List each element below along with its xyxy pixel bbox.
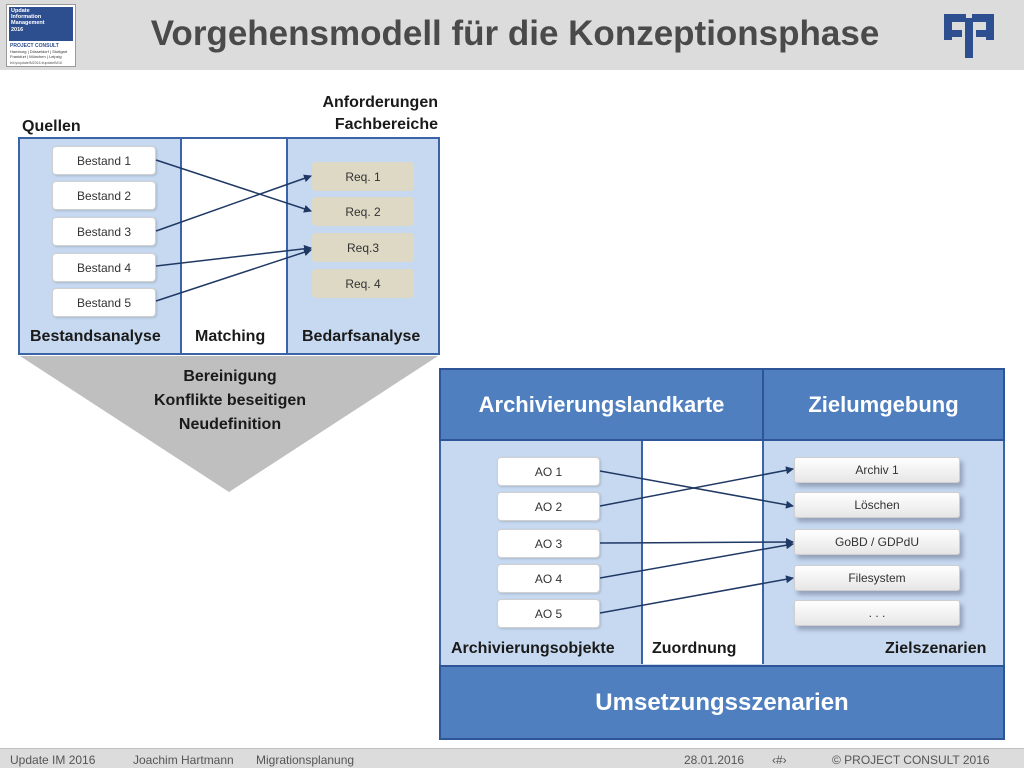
column-divider xyxy=(641,441,643,664)
footer-date: 28.01.2016 xyxy=(684,753,745,767)
column-divider xyxy=(180,139,182,353)
slide-footer: Update IM 2016 Joachim Hartmann Migratio… xyxy=(0,748,1024,768)
badge-logo-text: PROJECT CONSULT xyxy=(10,43,59,49)
slide-header: Update Information Management 2016 PROJE… xyxy=(0,0,1024,70)
bestandsanalyse-label: Bestandsanalyse xyxy=(30,328,161,345)
footer-topic: Migrationsplanung xyxy=(256,753,355,767)
badge-line: Information xyxy=(11,14,42,21)
matching-label: Matching xyxy=(195,328,266,345)
requirement-box: Req.3 xyxy=(312,233,414,262)
anforderungen-label: Anforderungen xyxy=(322,94,438,111)
badge-line: Update xyxy=(11,8,30,14)
footer-copyright: © PROJECT CONSULT 2016 xyxy=(832,753,990,767)
umsetzungsszenarien-banner: Umsetzungsszenarien xyxy=(439,665,1005,740)
quellen-label: Quellen xyxy=(22,118,81,135)
zielszenarien-label: Zielszenarien xyxy=(885,640,987,657)
column-divider xyxy=(286,139,288,353)
slide-title: Vorgehensmodell für die Konzeptionsphase xyxy=(150,14,880,53)
badge-cities: Hamburg | Düsseldorf | Stuttgart Frankfu… xyxy=(10,49,68,59)
arrow-connector xyxy=(155,244,312,267)
badge-links: bit.ly/updateIM2016 #updateIM16 xyxy=(10,61,62,65)
badge-line: 2016 xyxy=(11,26,24,33)
archivierungsobjekte-label: Archivierungsobjekte xyxy=(451,640,615,657)
ao-box: AO 5 xyxy=(497,599,600,628)
ao-box: AO 3 xyxy=(497,529,600,558)
target-box: Archiv 1 xyxy=(794,457,960,483)
badge-heading: Update Information Management 2016 xyxy=(9,7,73,41)
arrow-connector xyxy=(599,470,794,509)
bedarfsanalyse-label: Bedarfsanalyse xyxy=(302,328,421,345)
arrow-connector xyxy=(599,541,794,579)
archivierungslandkarte-header: Archivierungslandkarte xyxy=(439,368,764,441)
funnel-line: Konflikte beseitigen xyxy=(153,392,307,409)
arrow-connector xyxy=(599,538,794,547)
zielumgebung-header: Zielumgebung xyxy=(762,368,1005,441)
requirement-box: Req. 1 xyxy=(312,162,414,191)
bestand-box: Bestand 4 xyxy=(52,253,156,282)
bestand-box: Bestand 3 xyxy=(52,217,156,246)
requirement-box: Req. 2 xyxy=(312,197,414,226)
requirement-box: Req. 4 xyxy=(312,269,414,298)
funnel-line: Bereinigung xyxy=(183,368,277,385)
column-divider xyxy=(762,441,764,664)
bestand-box: Bestand 5 xyxy=(52,288,156,317)
arrow-connector xyxy=(155,174,312,232)
ao-box: AO 2 xyxy=(497,492,600,521)
fachbereiche-label: Fachbereiche xyxy=(334,116,438,133)
zuordnung-label: Zuordnung xyxy=(652,640,737,657)
arrow-connector xyxy=(599,466,794,507)
ao-box: AO 4 xyxy=(497,564,600,593)
target-box: Filesystem xyxy=(794,565,960,591)
target-box: GoBD / GDPdU xyxy=(794,529,960,555)
ao-box: AO 1 xyxy=(497,457,600,486)
funnel-shape xyxy=(20,356,438,492)
bestand-box: Bestand 2 xyxy=(52,181,156,210)
target-box: . . . xyxy=(794,600,960,626)
funnel-line: Neudefinition xyxy=(178,416,282,433)
footer-author: Joachim Hartmann xyxy=(133,753,234,767)
arrow-connector xyxy=(599,575,794,614)
project-consult-logo-icon xyxy=(944,14,994,58)
arrow-connector xyxy=(155,248,312,302)
badge-line: Management xyxy=(11,20,45,27)
footer-event: Update IM 2016 xyxy=(10,753,96,767)
event-badge: Update Information Management 2016 PROJE… xyxy=(6,4,76,67)
arrow-connector xyxy=(155,159,312,213)
footer-page-number: ‹#› xyxy=(772,753,787,767)
bestand-box: Bestand 1 xyxy=(52,146,156,175)
target-box: Löschen xyxy=(794,492,960,518)
